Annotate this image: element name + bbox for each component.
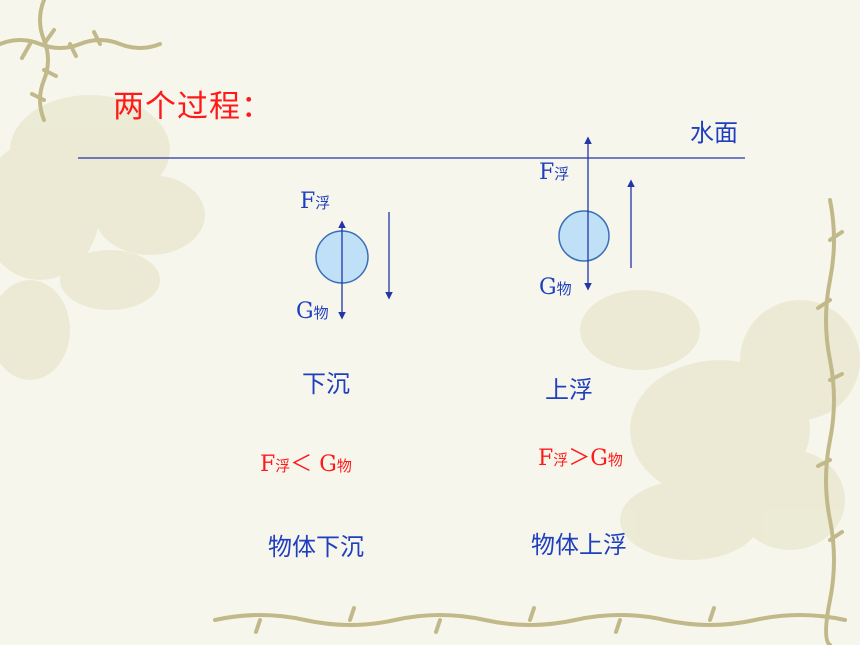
float-conclusion: 物体上浮 <box>531 531 627 559</box>
sink-process-label: 下沉 <box>302 370 350 398</box>
water-surface-label: 水面 <box>690 119 738 147</box>
float-gravity-label: G物 <box>539 275 572 300</box>
float-force-relation: F浮＞G物 <box>538 446 623 471</box>
float-buoyancy-label: F浮 <box>539 160 570 185</box>
sink-conclusion: 物体下沉 <box>268 533 364 561</box>
float-process-label: 上浮 <box>545 376 593 404</box>
slide-title: 两个过程： <box>113 89 273 125</box>
sink-force-relation: F浮＜ G物 <box>260 452 352 477</box>
flower-watermark <box>0 95 860 560</box>
sink-gravity-label: G物 <box>296 299 329 324</box>
floating-object <box>558 210 610 262</box>
sink-buoyancy-label: F浮 <box>300 189 331 214</box>
